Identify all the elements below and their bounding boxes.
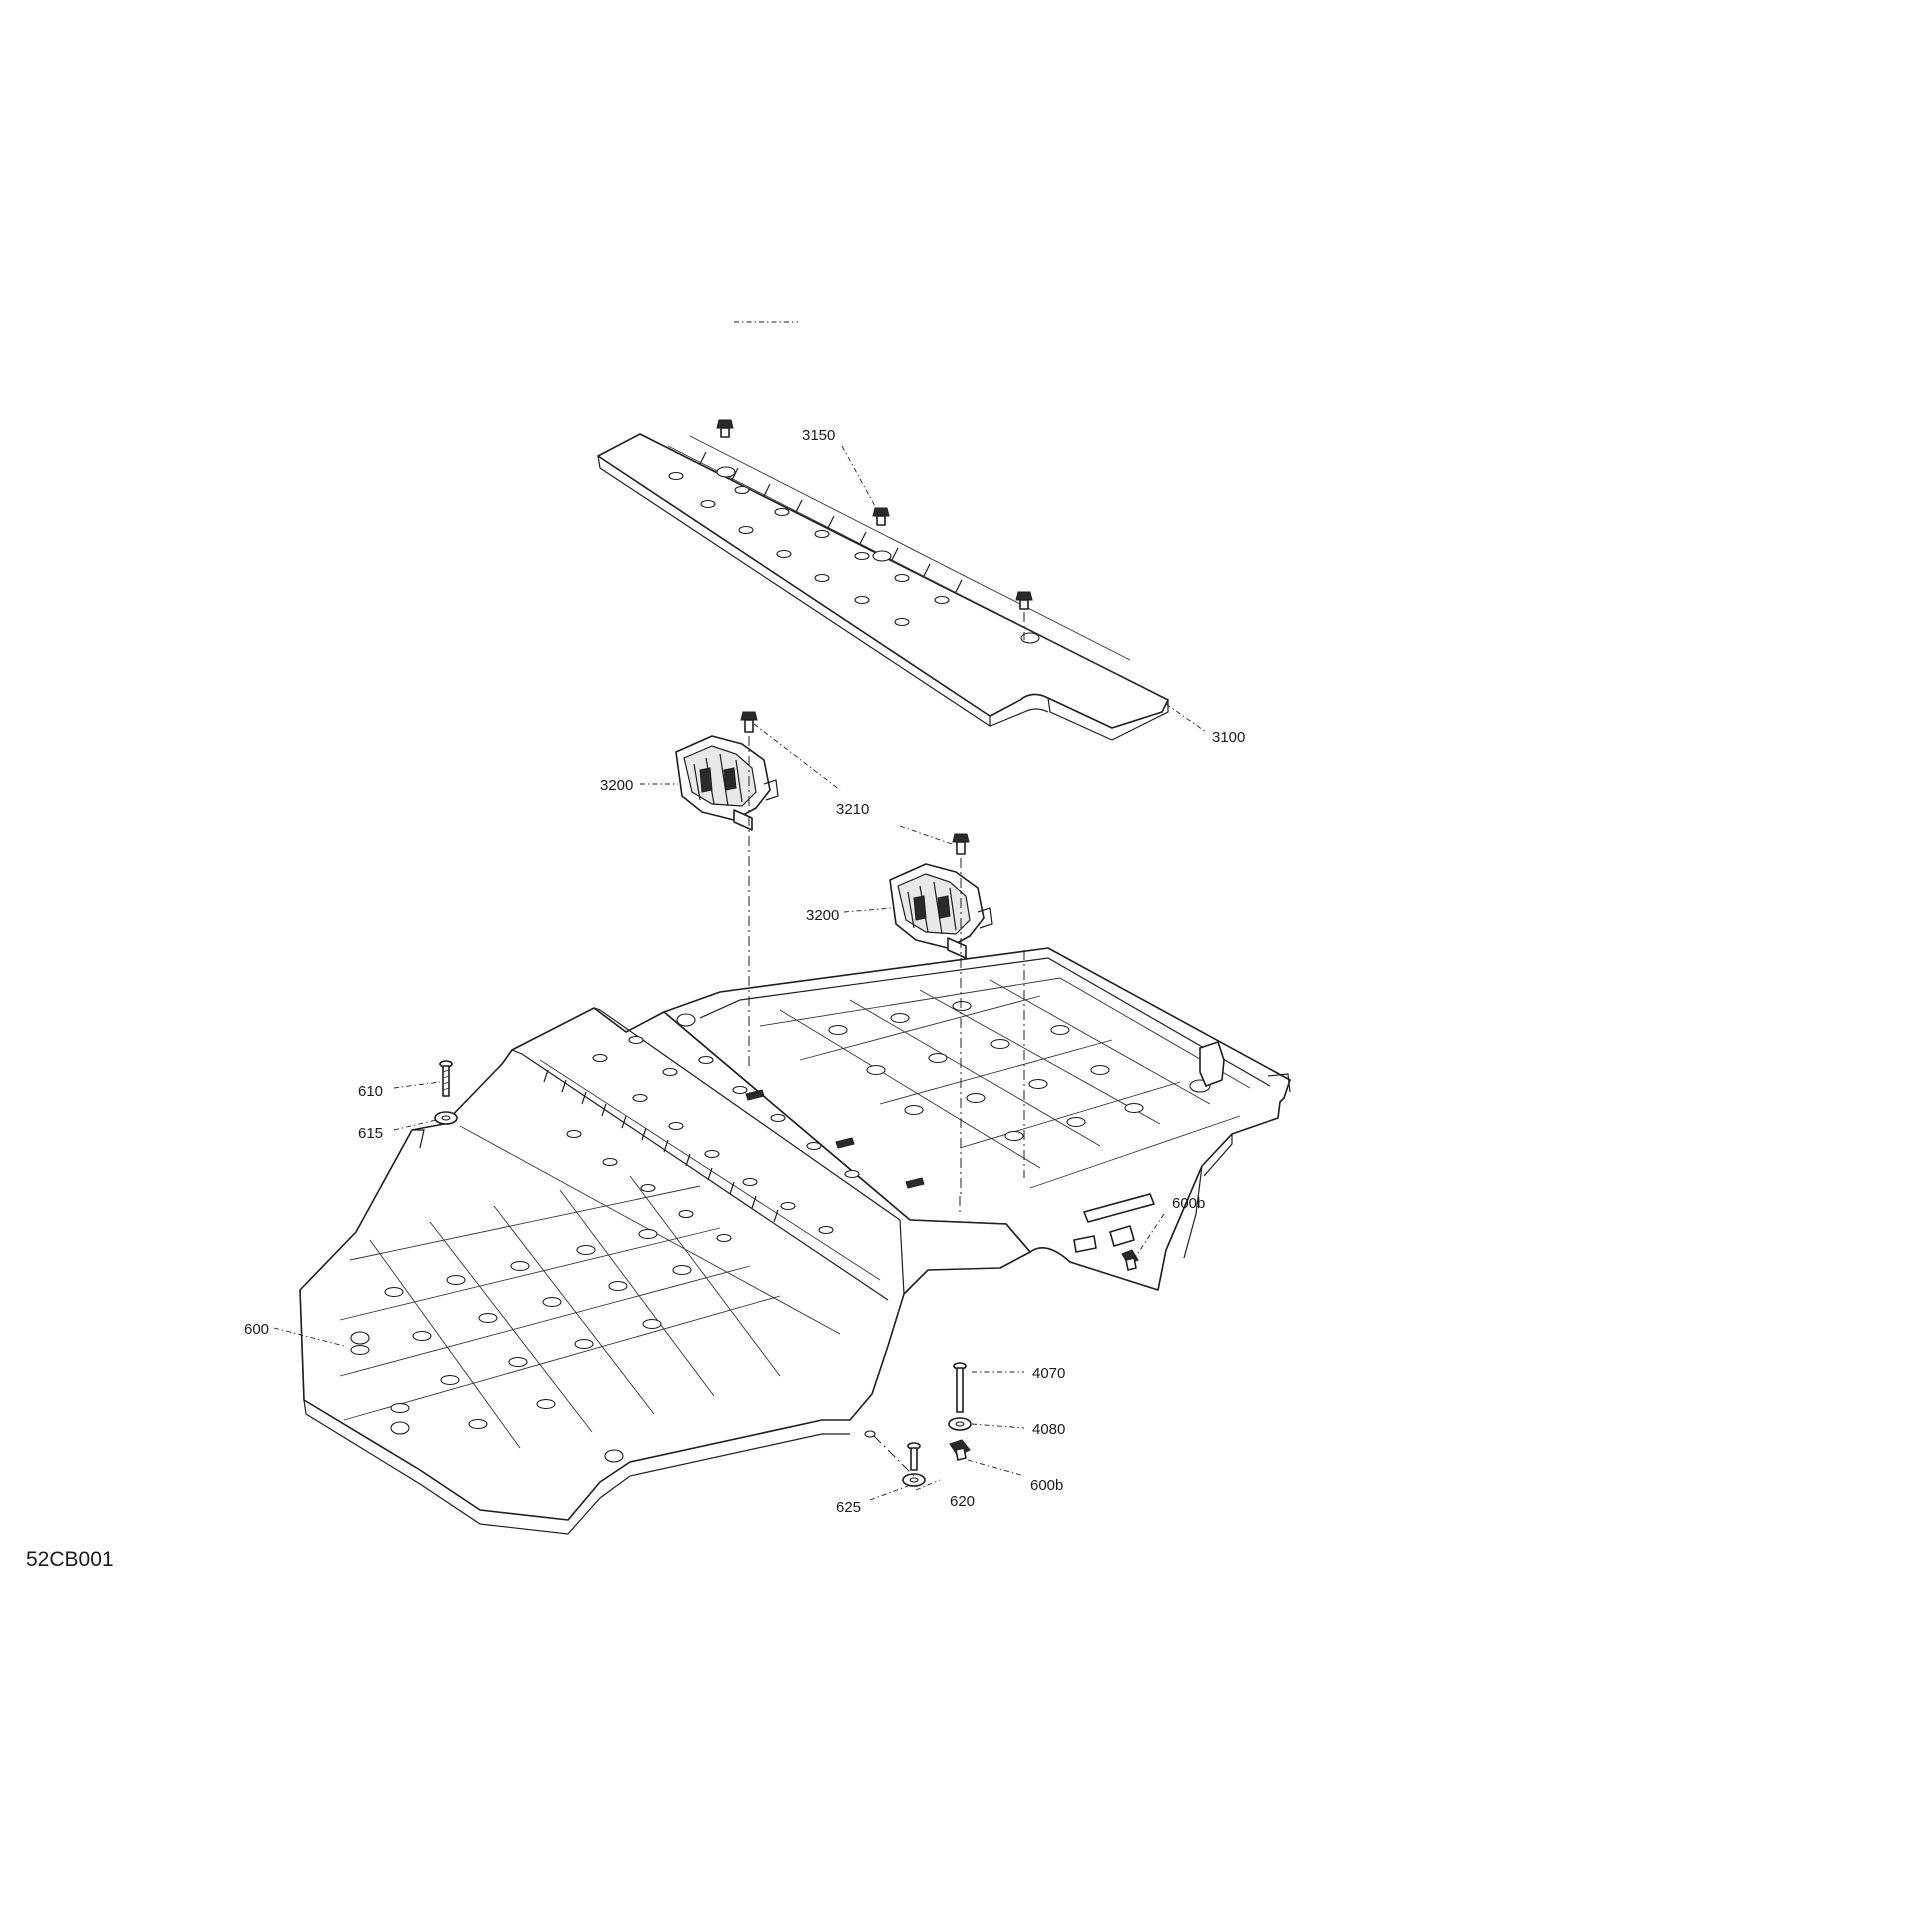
screw-3150-a [716,419,734,438]
callout-3200-right: 3200 [806,907,839,924]
clip-bracket-3200-right [889,863,993,959]
callout-625: 625 [836,1499,861,1516]
callout-610: 610 [358,1083,383,1100]
clip-bracket-3200-left [675,735,779,831]
leader-lines [273,321,1207,1501]
floor-hole [864,1430,876,1438]
mount-boss [604,1449,624,1463]
screw-4070 [953,1362,967,1413]
mount-boss [390,1421,410,1435]
washer-4080 [948,1417,972,1431]
strip-panel-ribs [699,451,963,593]
screw-3210-a [740,711,758,733]
callout-620: 620 [950,1493,975,1510]
alignment-line [873,1435,915,1477]
label-decal [1073,1193,1155,1253]
callout-4070: 4070 [1032,1365,1065,1382]
screw-620 [907,1442,921,1471]
nut-600b-top [1121,1249,1139,1271]
nut-600b-bottom [949,1439,971,1461]
strip-panel-slots [668,466,1040,644]
screw-610 [439,1060,453,1097]
callout-3210: 3210 [836,801,869,818]
floor-panel-slots [350,1035,860,1430]
washer-615 [434,1111,458,1125]
callout-4080: 4080 [1032,1421,1065,1438]
floor-panel-ribs [543,1069,779,1223]
callout-600b-bottom: 600b [1030,1477,1063,1494]
callout-600b-top: 600b [1172,1195,1205,1212]
mount-boss [350,1331,370,1345]
floor-panel-right-slots [828,1000,1144,1142]
callout-600: 600 [244,1321,269,1338]
screw-3210-b [952,833,970,855]
figure-id: 52CB001 [26,1548,114,1571]
screw-3150-c [1015,591,1033,610]
washer-625 [902,1473,926,1487]
screw-3150-b [872,507,890,526]
callout-3100: 3100 [1212,729,1245,746]
strip-panel-3100 [597,433,1169,741]
callout-3150: 3150 [802,427,835,444]
floor-panel-600 [299,947,1291,1535]
callout-3200-left: 3200 [600,777,633,794]
mount-boss [676,1013,696,1027]
callout-615: 615 [358,1125,383,1142]
